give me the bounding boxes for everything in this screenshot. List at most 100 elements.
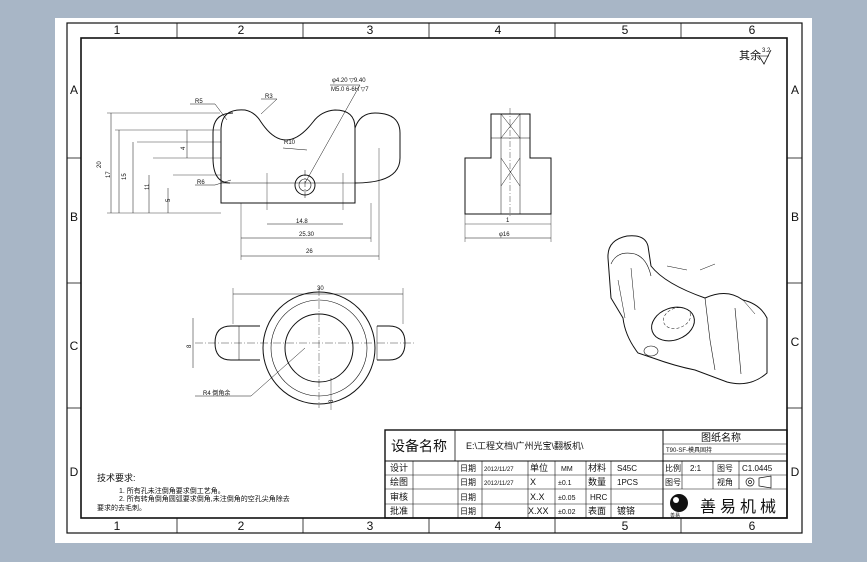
zone-col-4-bottom: 4 xyxy=(495,519,502,533)
scale-value: 2:1 xyxy=(690,464,702,473)
row-approver-label: 批准 xyxy=(390,505,408,516)
drawing-no: C1.0445 xyxy=(742,464,773,473)
row-approver-mat: 镀铬 xyxy=(617,505,635,516)
iso-outline xyxy=(607,235,768,385)
dim-17: 17 xyxy=(106,171,112,178)
row-reviewer-mat-label: HRC xyxy=(590,493,608,502)
row-approver-mat-label: 表面 xyxy=(588,505,606,516)
drawing-canvas: 1 2 3 4 5 6 1 2 3 4 5 6 A B C D A B C D … xyxy=(66,22,803,534)
row-drafter-unit: ±0.1 xyxy=(558,480,572,487)
logo-text: 善易 xyxy=(670,512,680,519)
drawing-name-label: 图纸名称 xyxy=(701,431,741,444)
row-reviewer-unit-label: X.X xyxy=(530,492,545,502)
zone-row-d-right: D xyxy=(791,465,800,479)
front-view-left-ear xyxy=(212,112,234,184)
dim-15: 15 xyxy=(122,173,128,180)
row-designer-mat: S45C xyxy=(617,464,637,473)
label-r3: R3 xyxy=(265,94,273,100)
zone-col-4-top: 4 xyxy=(495,23,502,37)
zone-col-3-bottom: 3 xyxy=(367,519,374,533)
row-drafter-unit-label: X xyxy=(530,477,536,487)
zone-col-1-top: 1 xyxy=(114,23,121,37)
zone-col-6-top: 6 xyxy=(749,23,756,37)
dim-11: 11 xyxy=(145,183,151,190)
row-drafter-mat: 1PCS xyxy=(617,478,638,487)
zone-row-b-right: B xyxy=(791,210,799,224)
dim-5: 5 xyxy=(166,198,172,202)
company-logo: 善易 xyxy=(670,494,688,519)
row-drafter-date: 2012/11/27 xyxy=(484,481,514,487)
hole-note-line1: φ4.20 ▽9.40 xyxy=(332,78,366,84)
zone-ticks xyxy=(67,23,802,533)
row-drafter-label: 绘图 xyxy=(390,476,408,487)
zone-col-5-bottom: 5 xyxy=(622,519,629,533)
label-r6: R6 xyxy=(197,180,205,186)
label-r5: R5 xyxy=(195,99,203,105)
tech-requirements: 技术要求: 1. 所有孔未注倒角要求倒工艺角。 2. 所有转角倒角圆弧要求倒角,… xyxy=(97,472,290,512)
row-drafter-mat-label: 数量 xyxy=(588,476,606,487)
zone-col-2-top: 2 xyxy=(238,23,245,37)
row-designer-date: 2012/11/27 xyxy=(484,467,514,473)
row-designer-unit-label: 单位 xyxy=(530,462,548,473)
row-reviewer-date-label: 日期 xyxy=(460,493,476,502)
row-approver-date-label: 日期 xyxy=(460,507,476,516)
zone-col-2-bottom: 2 xyxy=(238,519,245,533)
drawing-name: T90-SF-模具固持 xyxy=(666,446,712,454)
zone-col-6-bottom: 6 xyxy=(749,519,756,533)
row-designer-unit: MM xyxy=(561,466,573,473)
top-view-note: R4 倒角余 xyxy=(203,389,230,397)
row-approver-unit: ±0.02 xyxy=(558,509,576,516)
file-path: E:\工程文档\广州光宝\翻板机\ xyxy=(466,440,584,451)
top-view-width-dim: 30 xyxy=(317,286,324,292)
equip-name-label: 设备名称 xyxy=(391,438,447,454)
surface-finish-symbol: 其余 3.2 xyxy=(739,48,772,65)
view-angle-label: 视角 xyxy=(717,477,733,487)
front-view-right-ear xyxy=(354,112,401,184)
isometric-view xyxy=(607,235,768,385)
iso-bore xyxy=(651,306,695,342)
zone-col-3-top: 3 xyxy=(367,23,374,37)
hole-note-line2: M5.0 6-6H ▽7 xyxy=(331,87,369,93)
dim-25-30: 25.30 xyxy=(299,232,315,238)
front-view xyxy=(107,84,401,260)
scale-label: 比例 xyxy=(665,463,681,473)
tech-req-line3: 要求的去毛刺。 xyxy=(97,503,146,512)
row-reviewer-label: 审核 xyxy=(390,491,408,502)
front-view-outline xyxy=(220,109,356,204)
sheet-label: 图号 xyxy=(665,478,681,487)
dim-4: 4 xyxy=(181,146,187,150)
row-reviewer-unit: ±0.05 xyxy=(558,495,576,502)
row-designer-mat-label: 材料 xyxy=(588,462,606,473)
top-view-right-dim: 3 xyxy=(329,399,335,403)
surface-finish-label: 其余 xyxy=(739,48,761,62)
row-designer-label: 设计 xyxy=(390,462,408,473)
dim-26: 26 xyxy=(306,249,313,255)
row-approver-unit-label: X.XX xyxy=(528,506,549,516)
tech-req-title: 技术要求: xyxy=(97,472,136,483)
zone-row-a-right: A xyxy=(791,83,799,97)
zone-row-a-left: A xyxy=(70,83,78,97)
surface-finish-value: 3.2 xyxy=(762,48,771,54)
drawing-sheet: 1 2 3 4 5 6 1 2 3 4 5 6 A B C D A B C D … xyxy=(55,18,812,543)
tech-req-line1: 1. 所有孔未注倒角要求倒工艺角。 xyxy=(119,486,225,495)
drawing-no-label: 图号 xyxy=(717,464,733,473)
company-name: 善易机械 xyxy=(700,498,780,516)
zone-row-b-left: B xyxy=(70,210,78,224)
zone-row-d-left: D xyxy=(70,465,79,479)
side-view-top-dim: 1 xyxy=(506,218,510,224)
zone-row-c-right: C xyxy=(791,335,800,349)
side-view xyxy=(464,108,552,242)
zone-col-1-bottom: 1 xyxy=(114,519,121,533)
dim-14-8: 14.8 xyxy=(296,219,308,225)
title-block xyxy=(384,429,788,519)
zone-row-c-left: C xyxy=(70,339,79,353)
top-view xyxy=(192,288,415,410)
front-view-labels: R5 R3 R10 R6 φ4.20 ▽9.40 M5.0 6-6H ▽7 20… xyxy=(97,78,369,255)
zone-col-5-top: 5 xyxy=(622,23,629,37)
label-r10: R10 xyxy=(284,140,296,146)
row-designer-date-label: 日期 xyxy=(460,464,476,473)
outer-frame xyxy=(66,22,803,534)
dim-20: 20 xyxy=(97,161,103,168)
top-view-left-dim: 8 xyxy=(187,344,193,348)
tech-req-line2: 2. 所有转角倒角圆弧要求倒角,未注倒角的空孔尖角除去 xyxy=(119,494,290,503)
